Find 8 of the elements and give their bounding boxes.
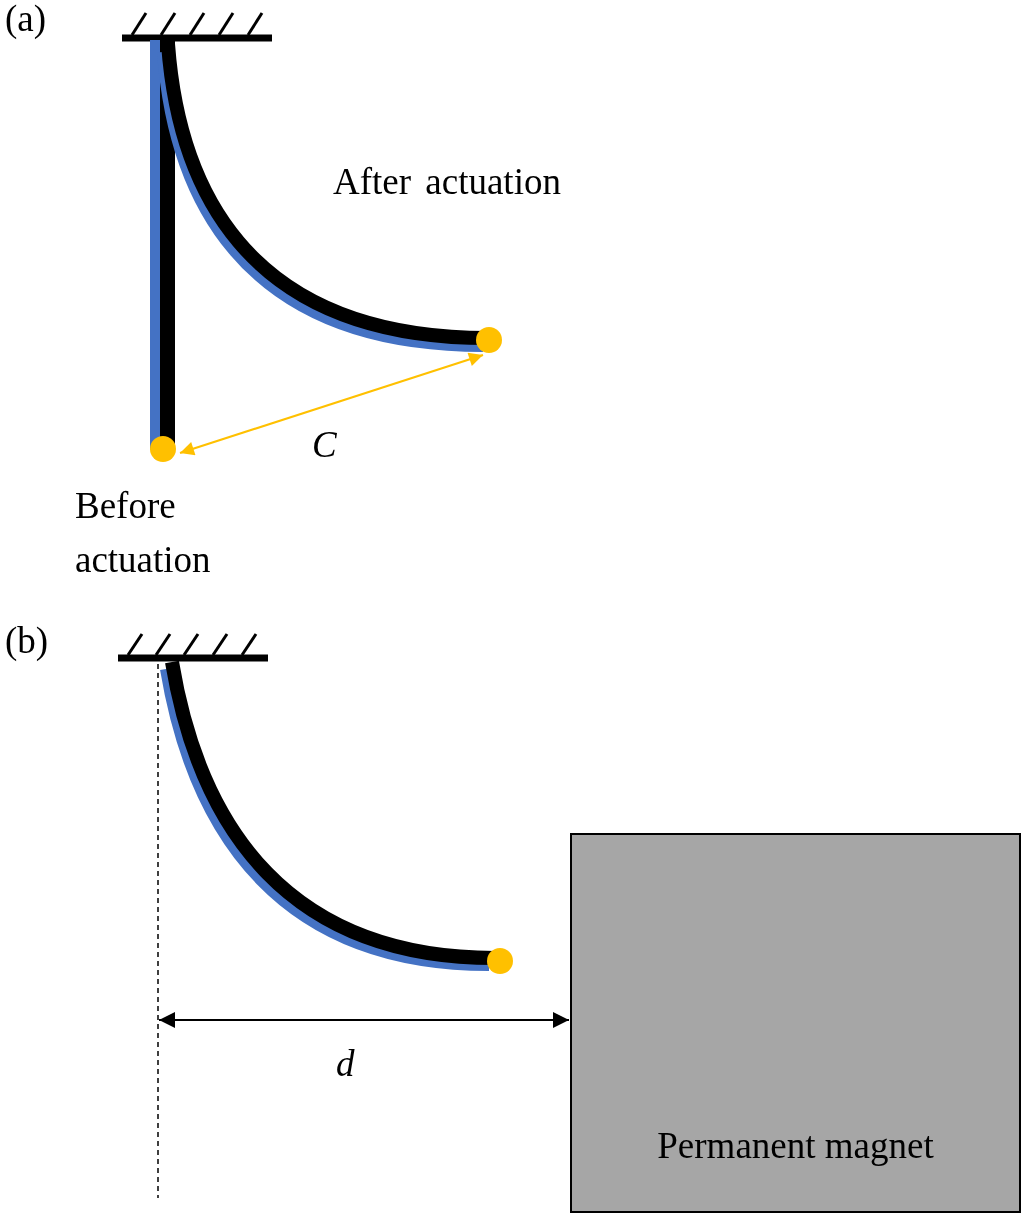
state-label: Before actuation xyxy=(75,484,212,582)
magnet-label: Permanent magnet xyxy=(656,1125,935,1168)
panel-label: (a) xyxy=(5,0,47,41)
dimension-label: C xyxy=(312,424,337,467)
magnet-block xyxy=(570,833,1021,1213)
panel-label: (b) xyxy=(5,620,49,663)
dimension-label: d xyxy=(336,1043,355,1086)
state-label: After actuation xyxy=(333,161,561,204)
